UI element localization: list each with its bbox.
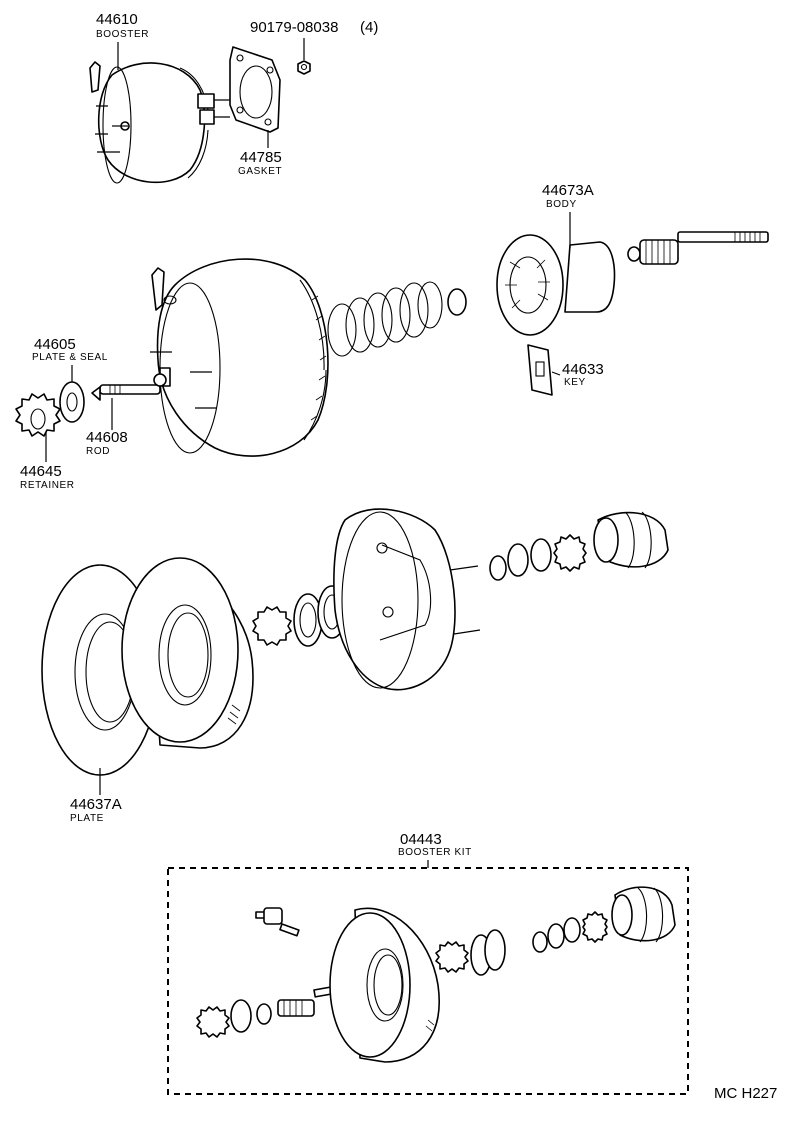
- booster-shell-main: [150, 258, 329, 457]
- key-part-name: KEY: [564, 377, 586, 388]
- kit-small-rod: [255, 907, 300, 937]
- kit-seal-rings: [470, 929, 506, 976]
- gasket-part-number: 44785: [240, 149, 282, 166]
- plate-seal-part-name: PLATE & SEAL: [32, 352, 108, 363]
- dust-boot-mid: [593, 511, 669, 569]
- kit-plate: [329, 907, 440, 1063]
- booster-front-shell: [333, 508, 481, 691]
- booster-kit-part-number: 04443: [400, 831, 442, 848]
- lock-washer-mid: [252, 606, 292, 646]
- booster-kit-part-name: BOOSTER KIT: [398, 847, 472, 858]
- figure-code: MC H227: [714, 1085, 778, 1102]
- gasket-part-name: GASKET: [238, 166, 283, 177]
- key-part-number: 44633: [562, 361, 604, 378]
- plate-seal-part-number: 44605: [34, 336, 76, 353]
- booster-assembly-small: [89, 61, 230, 184]
- leader-lines: [45, 38, 571, 868]
- nut-part-qty: (4): [360, 19, 379, 36]
- plate-part-number: 44637A: [70, 796, 122, 813]
- retainer-part-name: RETAINER: [20, 480, 75, 491]
- key-part: [527, 344, 553, 396]
- push-rod-top: [627, 231, 769, 265]
- plate-part-name: PLATE: [70, 813, 104, 824]
- seal-ring: [447, 288, 467, 316]
- kit-dust-boot: [611, 886, 676, 943]
- gasket-part: [229, 46, 281, 133]
- return-spring: [327, 281, 443, 357]
- booster-part-name: BOOSTER: [96, 29, 150, 40]
- kit-seal-stack: [532, 911, 608, 953]
- seal-stack-mid: [489, 534, 587, 581]
- nut-part-number: 90179-08038: [250, 19, 339, 36]
- rod-part: [91, 373, 167, 401]
- retainer-part-number: 44645: [20, 463, 62, 480]
- body-part-name: BODY: [546, 199, 577, 210]
- body-part-number: 44673A: [542, 182, 594, 199]
- plate-part-rear: [121, 557, 254, 749]
- booster-part-number: 44610: [96, 11, 138, 28]
- rod-part-number: 44608: [86, 429, 128, 446]
- kit-seal-small: [256, 1003, 272, 1025]
- plate-seal-part: [59, 381, 85, 423]
- rod-part-name: ROD: [86, 446, 111, 457]
- valve-body-part: [496, 234, 616, 336]
- kit-plate-seal: [230, 999, 252, 1033]
- nut-part: [297, 60, 311, 75]
- booster-kit-box: [167, 867, 689, 1095]
- kit-lock-washer: [435, 941, 469, 973]
- retainer-part: [15, 393, 61, 437]
- kit-parts: [196, 886, 676, 1063]
- kit-retainer: [196, 1006, 230, 1038]
